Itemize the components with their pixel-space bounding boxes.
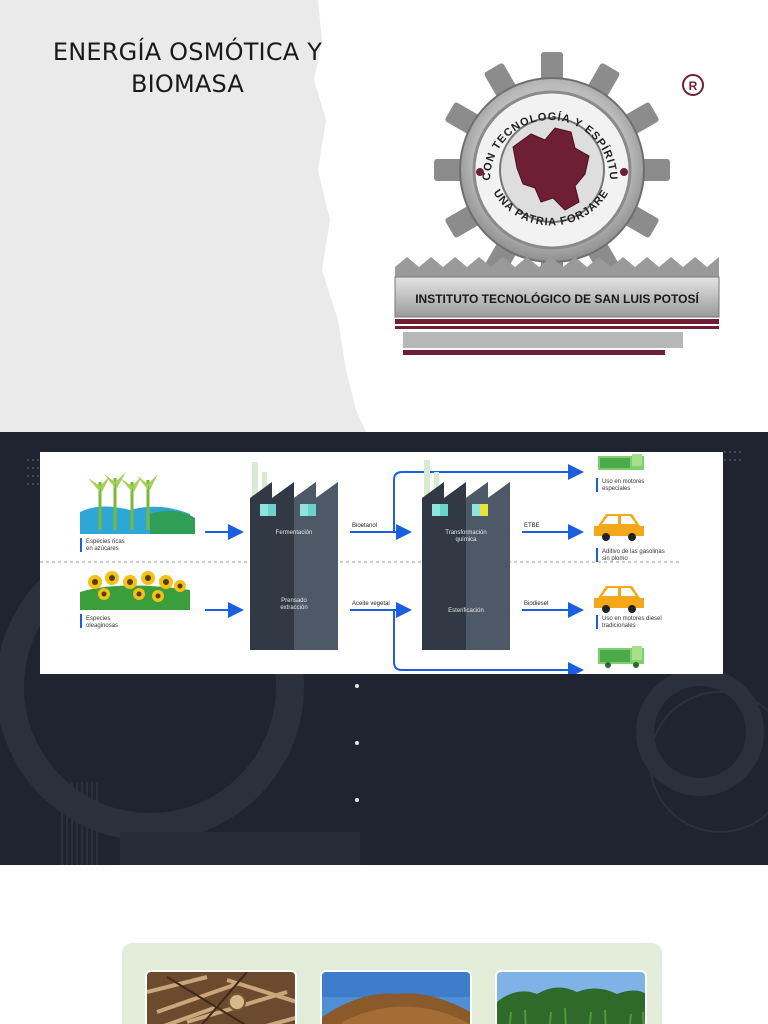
photo-soil-pile [320,970,472,1024]
title-line-1: ENERGÍA OSMÓTICA Y [52,38,323,66]
process-pressing: Prensado [281,598,307,604]
process-transformation-2: química [455,537,477,543]
use-diesel-engines-2: tradicionales [602,623,636,629]
biomass-photos-slide [0,865,768,1024]
sunflower-icon [80,571,190,610]
source-oil-label-2: oleaginosas [86,623,118,629]
registered-mark: R [689,79,698,93]
biodiesel-label: Biodiesel [524,601,548,607]
logo-banner-text: INSTITUTO TECNOLÓGICO DE SAN LUIS POTOSÍ [415,291,699,306]
process-transformation: Transformación [445,530,486,536]
car-icon [594,514,644,541]
use-additive: Aditivo de las gasolinas [602,549,665,555]
process-esterification: Esterificación [448,608,484,614]
flow-arrow [393,610,584,674]
source-sugar-label: Especies ricas [86,539,125,545]
vegetable-oil-label: Aceite vegetal [352,601,390,607]
state-map-icon [512,127,590,211]
factory-1 [250,462,338,650]
use-special-engines-2: especiales [602,486,630,492]
title-slide: ENERGÍA OSMÓTICA Y BIOMASA [0,0,768,432]
car-icon [594,586,644,613]
bullet-item [355,684,365,741]
source-sugar-label-2: en azúcares [86,546,119,552]
flow-arrow [393,464,584,532]
registered-mark-icon [682,74,704,96]
factory-2 [422,460,510,650]
use-additive-2: sin plomo [602,556,628,562]
bullet-item [355,741,365,798]
biofuel-slide: Especies ricas en azúcares Especies olea… [0,432,768,865]
process-pressing-2: extracción [280,605,307,611]
tractor-icon [598,454,644,470]
biofuel-process-diagram: Especies ricas en azúcares Especies olea… [40,452,723,674]
tractor-icon [598,646,644,668]
bioethanol-label: Bioetanol [352,523,377,529]
photo-crop-field [495,970,647,1024]
source-oil-label: Especies [86,616,110,622]
slide-title: ENERGÍA OSMÓTICA Y BIOMASA [30,36,345,100]
institute-logo: CON TECNOLOGÍA Y ESPÍRITU UNA PATRIA FOR… [394,52,720,355]
bullet-item [355,798,365,855]
photo-wood-logs [145,970,297,1024]
use-diesel-engines: Uso en motores diesel [602,616,662,622]
gear-rack [395,257,719,277]
process-fermentation: Fermentación [276,530,313,536]
etbe-label: ETBE [524,523,540,529]
use-special-engines: Uso en motores [602,479,644,485]
torn-paper-background [0,0,366,432]
title-line-2: BIOMASA [130,70,245,98]
bullet-list [355,684,365,855]
sugarcane-icon [80,472,195,534]
